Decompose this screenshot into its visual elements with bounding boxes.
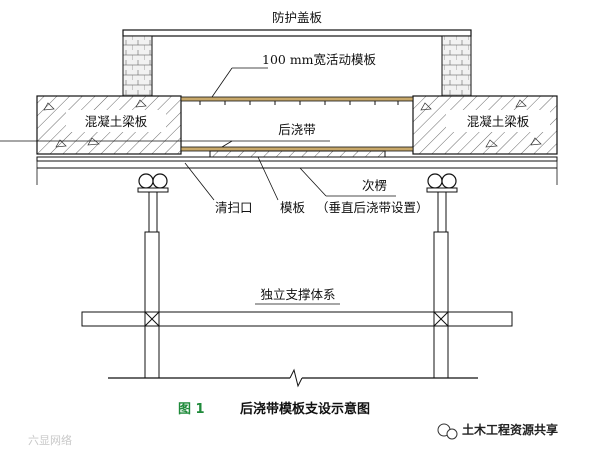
secondary-joist-leader: [299, 167, 327, 197]
figure-title: 后浇带模板支设示意图: [240, 401, 370, 417]
right-brick-wall: [441, 35, 472, 97]
secondary-joist-note: （垂直后浇带设置）: [316, 200, 429, 215]
top-board-ribs: [199, 101, 399, 105]
figure-number: 图 1: [178, 402, 205, 417]
right-coupler: [433, 311, 449, 327]
left-coupler: [144, 311, 160, 327]
main-joist-pipe: [152, 173, 168, 189]
aggregate-mark: [55, 139, 67, 148]
aggregate-mark: [530, 137, 542, 146]
aggregate-mark: [515, 99, 527, 108]
formwork-label: 模板: [280, 200, 306, 215]
support-system-label: 独立支撑体系: [260, 287, 335, 302]
movable-formwork-board: [180, 96, 414, 102]
ground-break-mark: [289, 368, 303, 388]
right-slab-label: 混凝土梁板: [467, 114, 530, 129]
left-slab-label: 混凝土梁板: [85, 114, 148, 129]
left-lower-post: [144, 231, 160, 379]
movable-formwork-label: 100 mm宽活动模板: [262, 52, 377, 67]
aggregate-mark: [485, 139, 498, 148]
post-pour-strip-label: 后浇带: [278, 122, 316, 137]
aggregate-mark: [135, 99, 147, 108]
support-system-tie: [81, 311, 513, 327]
left-upper-post: [148, 191, 158, 233]
right-lower-post: [433, 231, 449, 379]
aggregate-mark: [420, 102, 432, 111]
watermark-left: 六显网络: [28, 433, 72, 447]
formwork-leader: [257, 156, 279, 201]
formwork-panel: [209, 150, 386, 158]
cover-plate-label: 防护盖板: [272, 10, 323, 25]
soffit-formwork: [36, 156, 558, 162]
post-pour-bottom-board: [180, 146, 414, 152]
cover-plate: [122, 29, 472, 37]
aggregate-mark: [43, 102, 55, 111]
cleanout-leader: [184, 162, 215, 201]
right-upper-post: [437, 191, 447, 233]
main-joist-pipe: [138, 173, 154, 189]
secondary-joist-label: 次楞: [362, 178, 387, 193]
cleanout-label: 清扫口: [215, 200, 253, 215]
main-joist-pipe: [441, 173, 457, 189]
watermark-right: 土木工程资源共享: [462, 422, 558, 437]
right-top-bracket: [426, 187, 458, 193]
left-top-bracket: [137, 187, 169, 193]
left-brick-wall: [122, 35, 153, 97]
main-joist-pipe: [427, 173, 443, 189]
